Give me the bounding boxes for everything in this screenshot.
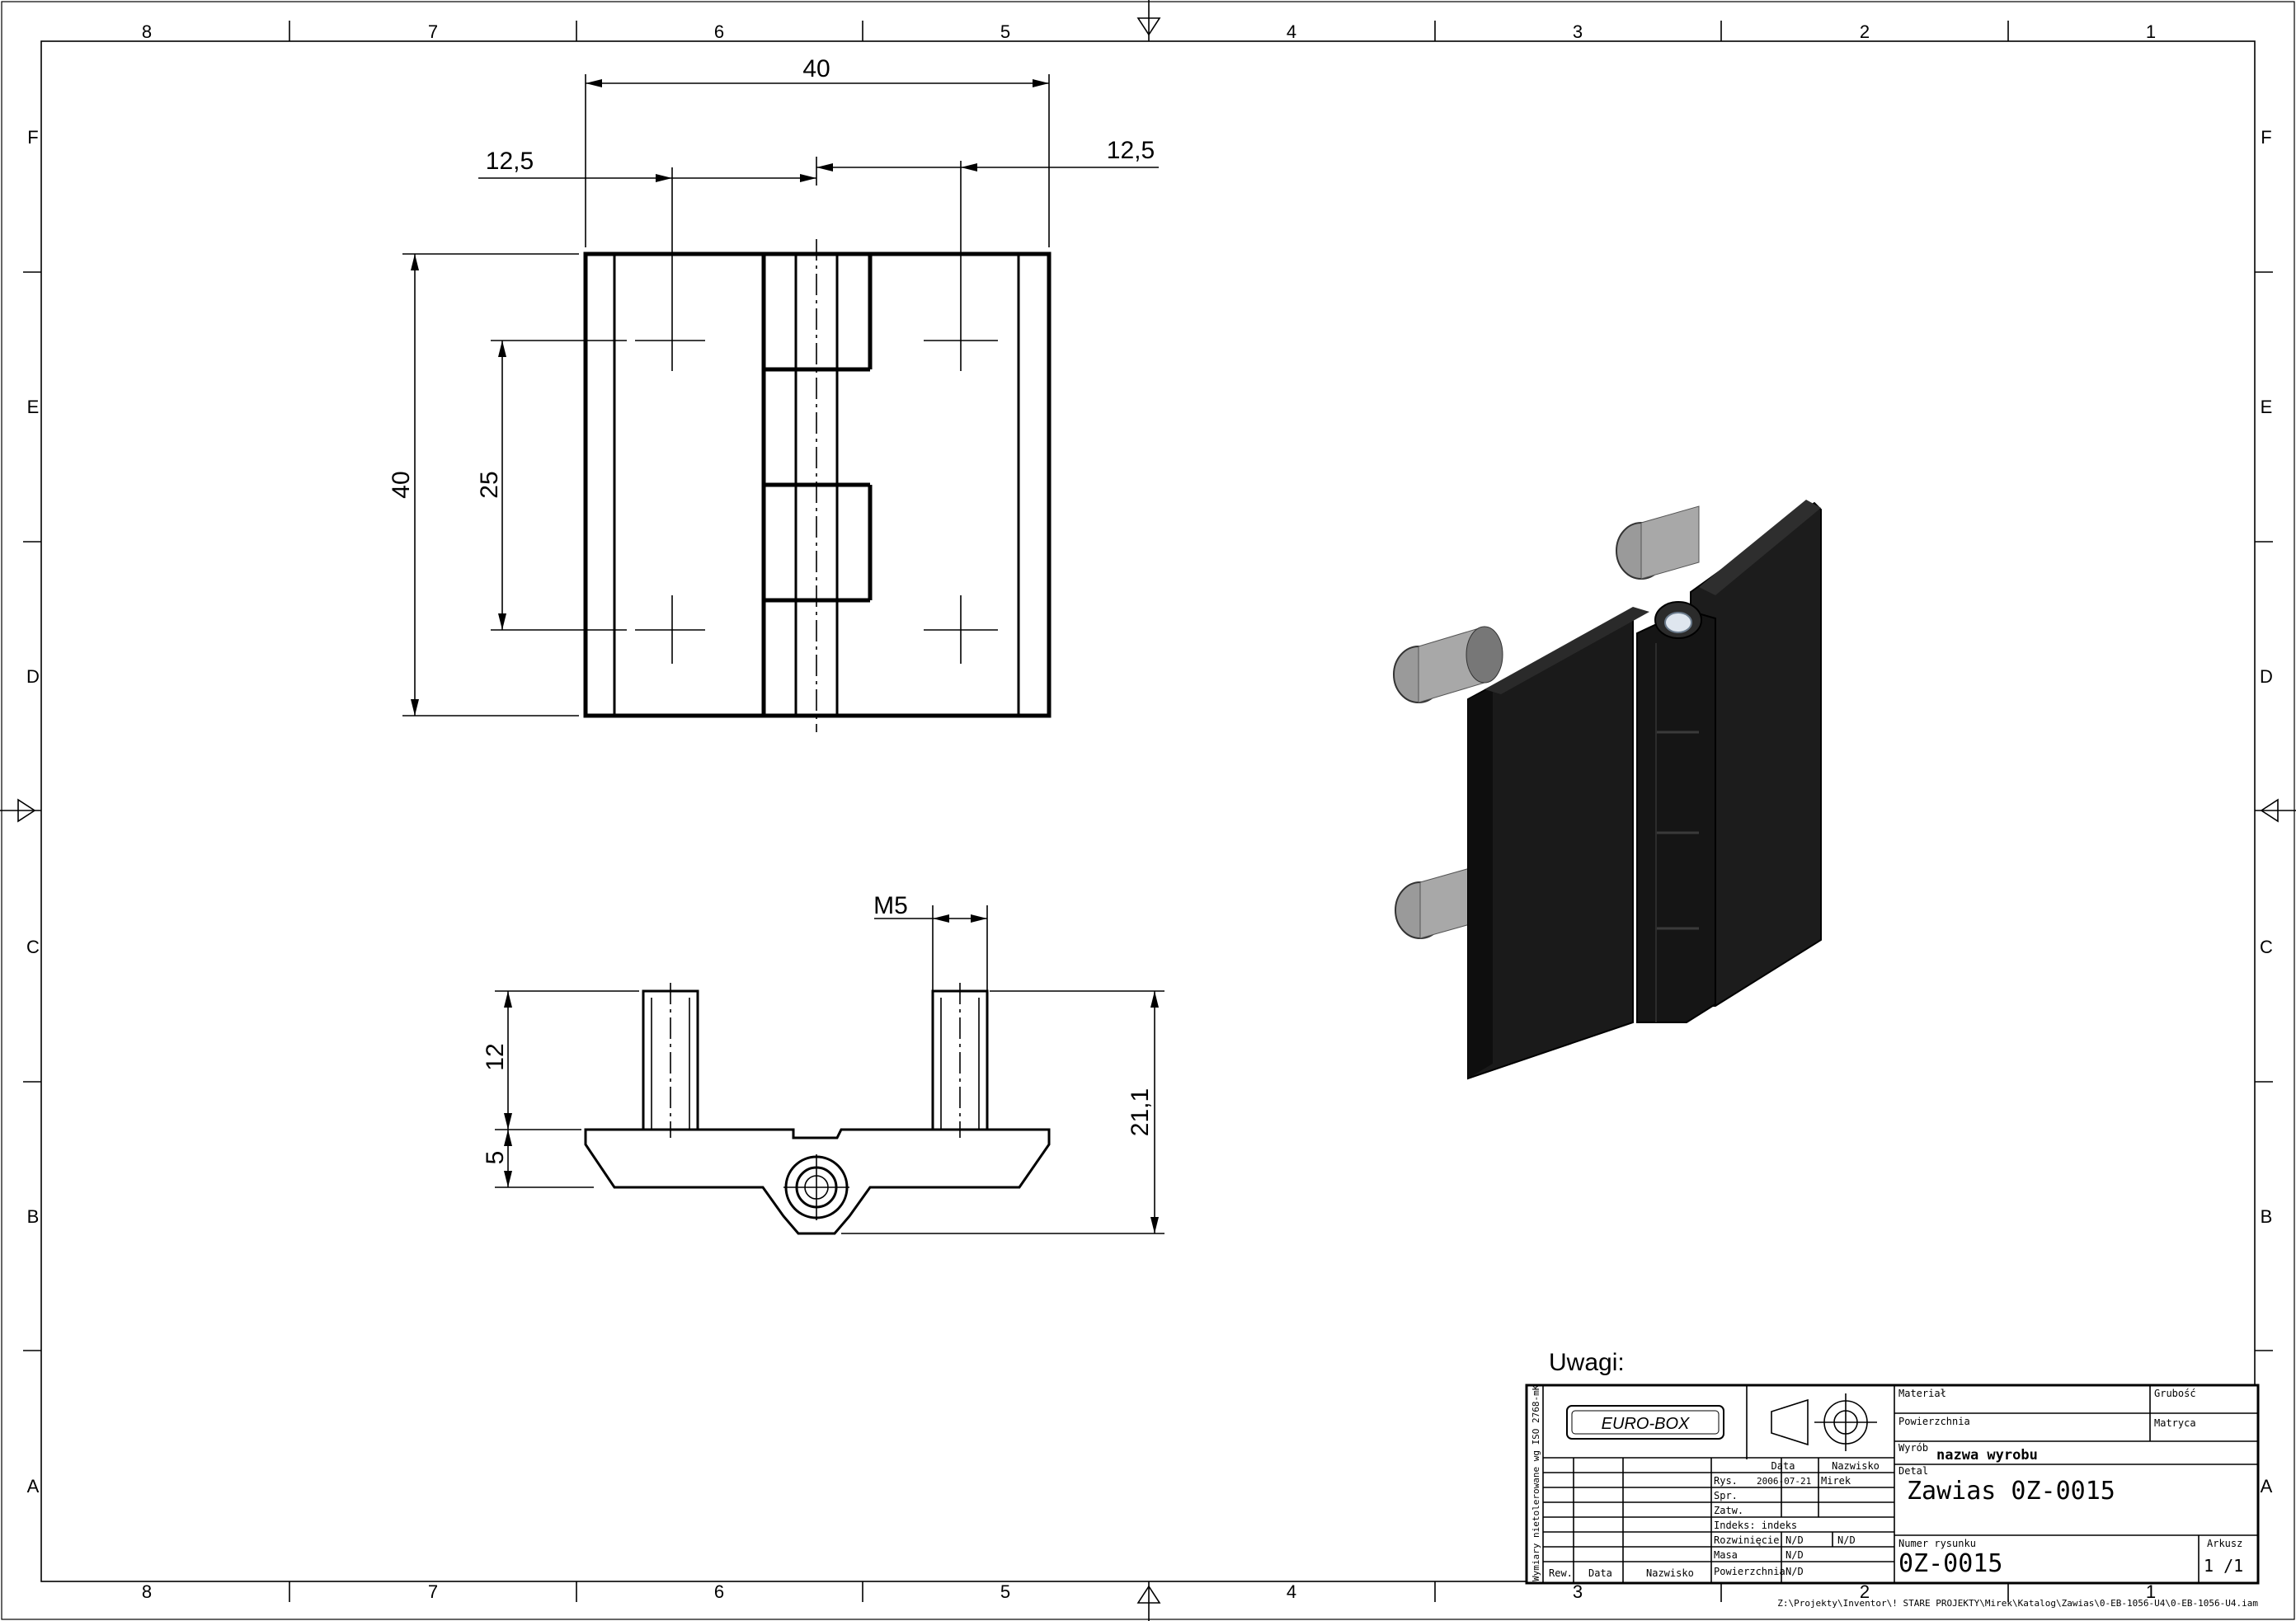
date-header: Data bbox=[1771, 1460, 1795, 1472]
drawing-number: 0Z-0015 bbox=[1898, 1549, 2002, 1578]
zone-col-top: 8 bbox=[142, 21, 152, 42]
front-view: 40 12,5 12,5 40 25 bbox=[388, 55, 1159, 732]
zone-row-right: A bbox=[2261, 1476, 2273, 1496]
stud-top-right bbox=[1616, 505, 1700, 580]
zone-col-top: 5 bbox=[1000, 21, 1010, 42]
mass-label: Masa bbox=[1714, 1549, 1738, 1561]
zone-row-left: B bbox=[27, 1206, 40, 1227]
unfold-value-2: N/D bbox=[1837, 1534, 1856, 1546]
zone-row-left: D bbox=[26, 666, 40, 687]
dim-width: 40 bbox=[802, 55, 830, 82]
dim-hole-spacing: 25 bbox=[476, 471, 503, 498]
zone-col-top: 4 bbox=[1287, 21, 1296, 42]
rev-date: Data bbox=[1588, 1567, 1612, 1579]
isometric-view bbox=[1393, 500, 1822, 1080]
zone-col-bottom: 5 bbox=[1000, 1581, 1010, 1602]
area-value: N/D bbox=[1786, 1566, 1804, 1577]
unfold-label: Rozwinięcie bbox=[1714, 1534, 1779, 1546]
projection-symbol bbox=[1771, 1393, 1877, 1451]
dim-height: 40 bbox=[388, 471, 415, 498]
zone-col-top: 1 bbox=[2146, 21, 2156, 42]
approved-label: Zatw. bbox=[1714, 1505, 1743, 1516]
product-value: nazwa wyrobu bbox=[1936, 1447, 2038, 1464]
zone-col-top: 7 bbox=[428, 21, 438, 42]
rev-label: Rew. bbox=[1549, 1567, 1573, 1579]
zone-row-left: E bbox=[27, 397, 40, 417]
zone-col-bottom: 3 bbox=[1573, 1581, 1583, 1602]
product-label: Wyrób bbox=[1898, 1442, 1928, 1454]
zone-col-bottom: 6 bbox=[714, 1581, 724, 1602]
zone-row-right: E bbox=[2261, 397, 2273, 417]
rev-name: Nazwisko bbox=[1646, 1567, 1694, 1579]
dim-thread: M5 bbox=[873, 892, 908, 919]
side-view: M5 12 5 21,1 bbox=[482, 892, 1164, 1235]
checked-label: Spr. bbox=[1714, 1490, 1738, 1501]
notes-label: Uwagi: bbox=[1549, 1349, 1625, 1376]
dim-total-height: 21,1 bbox=[1127, 1088, 1154, 1136]
svg-text:EURO-BOX: EURO-BOX bbox=[1602, 1415, 1690, 1433]
drawing-no-label: Numer rysunku bbox=[1898, 1538, 1976, 1549]
zone-col-bottom: 2 bbox=[1860, 1581, 1870, 1602]
sheet-value: 1 /1 bbox=[2204, 1556, 2243, 1576]
zone-col-top: 2 bbox=[1860, 21, 1870, 42]
surface-label: Powierzchnia bbox=[1898, 1416, 1970, 1427]
dim-left-offset: 12,5 bbox=[486, 148, 534, 175]
dim-right-offset: 12,5 bbox=[1107, 137, 1155, 164]
file-path: Z:\Projekty\Inventor\! STARE PROJEKTY\Mi… bbox=[1777, 1598, 2258, 1609]
dim-stud-length: 12 bbox=[482, 1043, 509, 1070]
zone-col-top: 6 bbox=[714, 21, 724, 42]
index-text: Indeks: indeks bbox=[1714, 1520, 1797, 1531]
zone-col-bottom: 8 bbox=[142, 1581, 152, 1602]
zone-row-left: C bbox=[26, 937, 40, 957]
drawn-label: Rys. bbox=[1714, 1475, 1738, 1487]
drawn-name: Mirek bbox=[1821, 1475, 1851, 1487]
mass-value: N/D bbox=[1786, 1549, 1804, 1561]
zone-labels: 8 7 6 5 4 3 2 1 8 7 6 5 4 3 2 1 F E D C … bbox=[26, 21, 2273, 1602]
zone-row-right: D bbox=[2260, 666, 2273, 687]
detail-label: Detal bbox=[1898, 1465, 1928, 1477]
zone-row-right: B bbox=[2261, 1206, 2273, 1227]
zone-col-bottom: 7 bbox=[428, 1581, 438, 1602]
zone-col-top: 3 bbox=[1573, 21, 1583, 42]
euro-box-logo: EURO-BOX bbox=[1566, 1405, 1724, 1440]
zone-col-bottom: 1 bbox=[2146, 1581, 2156, 1602]
detail-value: Zawias 0Z-0015 bbox=[1907, 1477, 2115, 1506]
dim-plate: 5 bbox=[482, 1151, 509, 1165]
zone-row-right: F bbox=[2261, 127, 2271, 148]
die-label: Matryca bbox=[2154, 1417, 2196, 1429]
unfold-value-1: N/D bbox=[1786, 1534, 1804, 1546]
zone-col-bottom: 4 bbox=[1287, 1581, 1296, 1602]
zone-row-left: F bbox=[27, 127, 38, 148]
tolerance-note: Wymiary nietolerowane wg ISO 2768-mK bbox=[1531, 1384, 1541, 1581]
zone-row-left: A bbox=[27, 1476, 40, 1496]
title-block: Wymiary nietolerowane wg ISO 2768-mK EUR… bbox=[1525, 1384, 2260, 1585]
thickness-label: Grubość bbox=[2154, 1388, 2196, 1399]
drawn-date: 2006-07-21 bbox=[1757, 1476, 1811, 1487]
material-label: Materiał bbox=[1898, 1388, 1946, 1399]
zone-row-right: C bbox=[2260, 937, 2273, 957]
area-label: Powierzchnia bbox=[1714, 1566, 1786, 1577]
name-header: Nazwisko bbox=[1832, 1460, 1880, 1472]
stud-top-left bbox=[1393, 626, 1503, 703]
hinge-knuckle bbox=[1636, 608, 1716, 1023]
sheet-label: Arkusz bbox=[2207, 1538, 2242, 1549]
